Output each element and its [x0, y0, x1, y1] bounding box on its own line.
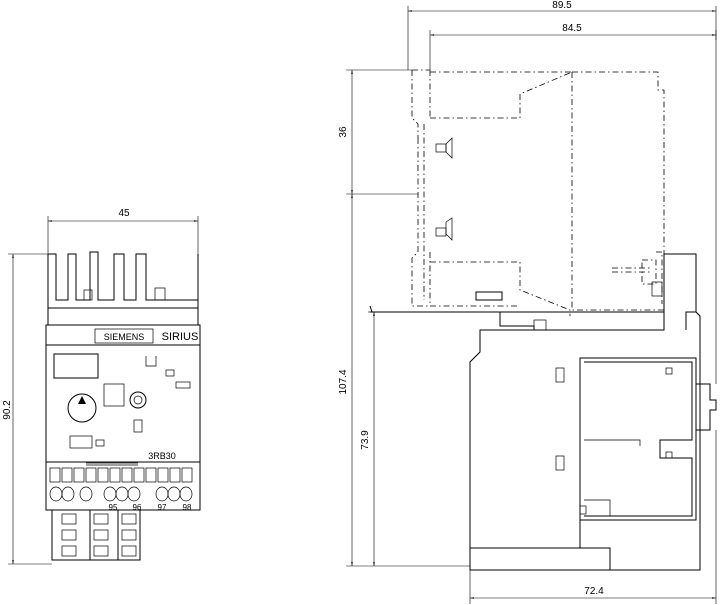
- main-terminals: [46, 509, 141, 561]
- side-total-height-value: 107.4: [338, 369, 349, 394]
- upper-accessory-outline: [411, 69, 665, 316]
- side-total-width-value: 89.5: [552, 0, 572, 11]
- front-width-dimension: 45: [47, 208, 199, 254]
- brand-label: SIEMENS: [104, 332, 145, 342]
- terminal-label-96: 96: [133, 503, 142, 512]
- side-top-width-value: 84.5: [562, 23, 582, 34]
- display-window: [53, 353, 99, 379]
- terminal-block: 95 96 97 98: [49, 462, 193, 512]
- front-width-value: 45: [118, 208, 130, 219]
- side-lower-height-dimension: 73.9: [360, 311, 376, 566]
- model-label: 3RB30: [148, 451, 176, 461]
- front-housing: [45, 324, 201, 511]
- front-view: SIEMENS SIRIUS 3RB30: [45, 251, 201, 561]
- side-lower-height-value: 73.9: [360, 430, 371, 450]
- setting-dial-icon: [67, 393, 97, 423]
- front-height-dimension: 90.2: [2, 253, 52, 565]
- side-view: [369, 69, 717, 571]
- terminal-label-95: 95: [109, 503, 118, 512]
- front-height-value: 90.2: [2, 400, 13, 420]
- front-top-fins: [47, 251, 199, 326]
- side-upper-height-dimension: 36: [338, 69, 418, 195]
- side-bottom-width-dimension: 72.4: [469, 430, 717, 604]
- side-upper-height-value: 36: [338, 126, 349, 138]
- side-top-width-dimension: 84.5: [429, 23, 717, 70]
- terminal-label-98: 98: [183, 503, 192, 512]
- side-total-width-dimension: 89.5: [407, 0, 717, 384]
- reset-button-icon: [129, 391, 147, 409]
- side-bottom-width-value: 72.4: [584, 586, 604, 597]
- series-label: SIRIUS: [162, 331, 199, 343]
- side-total-height-dimension: 107.4: [338, 194, 470, 567]
- terminal-label-97: 97: [158, 503, 167, 512]
- lower-body: [369, 253, 717, 571]
